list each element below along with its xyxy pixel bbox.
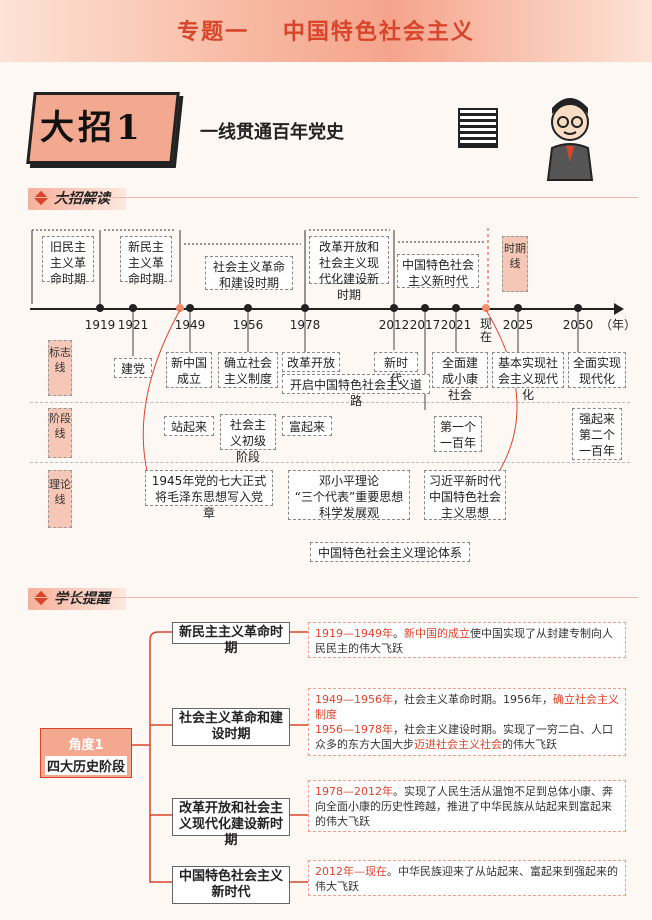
year-unit: （年） bbox=[600, 318, 637, 332]
title-subject: 中国特色社会主义 bbox=[282, 20, 475, 45]
title-topic: 专题一 bbox=[177, 20, 250, 45]
year-dot-now bbox=[482, 304, 490, 312]
mark-2025: 基本实现社会主义现代化 bbox=[492, 352, 564, 402]
subtitle: 一线贯通百年党史 bbox=[200, 122, 344, 143]
mindmap-connectors bbox=[130, 631, 308, 883]
period-box-new-era: 中国特色社会主义新时代 bbox=[397, 254, 479, 288]
desc-text: ，社会主义革命时期。1956年， bbox=[393, 693, 553, 706]
stage-rich: 富起来 bbox=[282, 416, 332, 436]
era-years: 1949—1956年 bbox=[315, 693, 393, 706]
stage-stand-up: 站起来 bbox=[164, 416, 214, 436]
year-dot bbox=[129, 304, 137, 312]
era-years: 1919—1949年 bbox=[315, 627, 393, 640]
desc-text: 。中华民族迎来了从站起来、富起来到强起来的伟大飞跃 bbox=[315, 865, 618, 893]
diamond-icon bbox=[33, 590, 49, 606]
mark-2050: 全面实现现代化 bbox=[568, 352, 626, 388]
era-node-new-era: 中国特色社会主义新时代 bbox=[172, 866, 290, 904]
period-box-new-democratic: 新民主主义革命时期 bbox=[120, 236, 172, 286]
era-desc-new-era: 2012年—现在。中华民族迎来了从站起来、富起来到强起来的伟大飞跃 bbox=[308, 860, 626, 896]
era-years: 2012年—现在 bbox=[315, 865, 387, 878]
row-divider bbox=[30, 462, 630, 463]
stage-primary: 社会主义初级阶段 bbox=[220, 414, 276, 464]
year-dot bbox=[452, 304, 460, 312]
year-label: 1919 bbox=[84, 318, 116, 332]
period-box-socialist-construction: 社会主义革命和建设时期 bbox=[205, 256, 293, 290]
era-desc-new-democratic: 1919—1949年。新中国的成立使中国实现了从封建专制向人民民主的伟大飞跃 bbox=[308, 622, 626, 658]
year-dot bbox=[514, 304, 522, 312]
timeline-axis bbox=[30, 308, 620, 310]
angle-title: 角度1 bbox=[68, 738, 104, 753]
theory-xi: 习近平新时代中国特色社会主义思想 bbox=[424, 470, 506, 520]
highlight: 迈进社会主义社会 bbox=[414, 738, 502, 751]
period-box-reform-opening: 改革开放和社会主义现代化建设新时期 bbox=[309, 236, 389, 302]
arrow-right-icon bbox=[614, 303, 624, 315]
timeline-label: 时期线 bbox=[502, 236, 528, 292]
highlight: 新中国的成立 bbox=[404, 627, 470, 640]
theory-deng-group: 邓小平理论 “三个代表”重要思想 科学发展观 bbox=[288, 470, 410, 520]
mark-2021: 全面建成小康社会 bbox=[432, 352, 488, 402]
angle-node: 角度1 四大历史阶段 bbox=[40, 728, 132, 778]
year-dot bbox=[96, 304, 104, 312]
theory-scientific-development: 科学发展观 bbox=[318, 506, 379, 520]
desc-text: 使中国实现了从封建专制向人民民主的伟大飞跃 bbox=[315, 627, 613, 655]
year-dot bbox=[574, 304, 582, 312]
year-label-now: 现在 bbox=[479, 317, 492, 344]
section-divider bbox=[28, 197, 638, 198]
section-divider bbox=[28, 597, 638, 598]
row-divider bbox=[30, 402, 630, 403]
desc-text: 的伟大飞跃 bbox=[502, 738, 557, 751]
mark-1949: 新中国成立 bbox=[166, 352, 212, 388]
section-label: 学长提醒 bbox=[54, 591, 110, 607]
stage-first-centenary: 第一个一百年 bbox=[434, 416, 482, 452]
row-label-theory: 理论线 bbox=[48, 470, 72, 528]
row-label-marks: 标志线 bbox=[48, 340, 72, 396]
highlight: 确立社会主义制度 bbox=[315, 693, 619, 721]
mark-1921: 建党 bbox=[114, 358, 152, 378]
punct: 。 bbox=[393, 627, 404, 640]
year-dot bbox=[244, 304, 252, 312]
mascot-illustration bbox=[546, 98, 594, 181]
year-dot-highlight bbox=[176, 304, 184, 312]
mark-1978-road: 开启中国特色社会主义道路 bbox=[282, 374, 430, 408]
section-tag-interpretation: 大招解读 bbox=[28, 188, 126, 210]
era-node-new-democratic: 新民主主义革命时期 bbox=[172, 622, 290, 656]
year-dot bbox=[421, 304, 429, 312]
year-dot bbox=[390, 304, 398, 312]
angle-subtitle: 四大历史阶段 bbox=[45, 756, 127, 775]
desc-text: ，社会主义建设时期。实现了一穷二白、人口众多的东方大国大步 bbox=[315, 723, 613, 751]
mark-1956: 确立社会主义制度 bbox=[218, 352, 278, 388]
section-tag-reminder: 学长提醒 bbox=[28, 588, 126, 610]
desc-text: 。实现了人民生活从温饱不足到总体小康、奔向全面小康的历史性跨越，推进了中华民族从… bbox=[315, 785, 613, 828]
era-desc-reform: 1978—2012年。实现了人民生活从温饱不足到总体小康、奔向全面小康的历史性跨… bbox=[308, 780, 626, 832]
period-box-old-democratic: 旧民主主义革命时期 bbox=[42, 236, 94, 286]
header-banner bbox=[0, 0, 652, 62]
row-label-stages: 阶段线 bbox=[48, 408, 72, 458]
diamond-icon bbox=[33, 190, 49, 206]
mark-2012: 新时代 bbox=[374, 352, 418, 386]
era-years: 1978—2012年 bbox=[315, 785, 393, 798]
page-title: 专题一 中国特色社会主义 bbox=[0, 14, 652, 46]
era-node-socialist: 社会主义革命和建设时期 bbox=[172, 708, 290, 746]
badge-label: 大招1 bbox=[40, 108, 144, 148]
era-node-reform: 改革开放和社会主义现代化建设新时期 bbox=[172, 798, 290, 848]
era-desc-socialist: 1949—1956年，社会主义革命时期。1956年，确立社会主义制度 1956—… bbox=[308, 688, 626, 756]
section-label: 大招解读 bbox=[54, 191, 110, 207]
qr-code-icon[interactable] bbox=[458, 108, 498, 148]
year-dot bbox=[301, 304, 309, 312]
theory-three-represents: “三个代表”重要思想 bbox=[294, 490, 404, 504]
period-brackets bbox=[31, 228, 489, 304]
theory-system: 中国特色社会主义理论体系 bbox=[310, 542, 470, 562]
theory-deng: 邓小平理论 bbox=[318, 474, 379, 488]
year-dot bbox=[186, 304, 194, 312]
stage-strong: 强起来第二个一百年 bbox=[572, 408, 622, 460]
mark-1978: 改革开放 bbox=[282, 352, 340, 372]
era-years: 1956—1978年 bbox=[315, 723, 393, 736]
theory-mao: 1945年党的七大正式将毛泽东思想写入党章 bbox=[145, 470, 273, 520]
connector-lines bbox=[132, 309, 579, 477]
